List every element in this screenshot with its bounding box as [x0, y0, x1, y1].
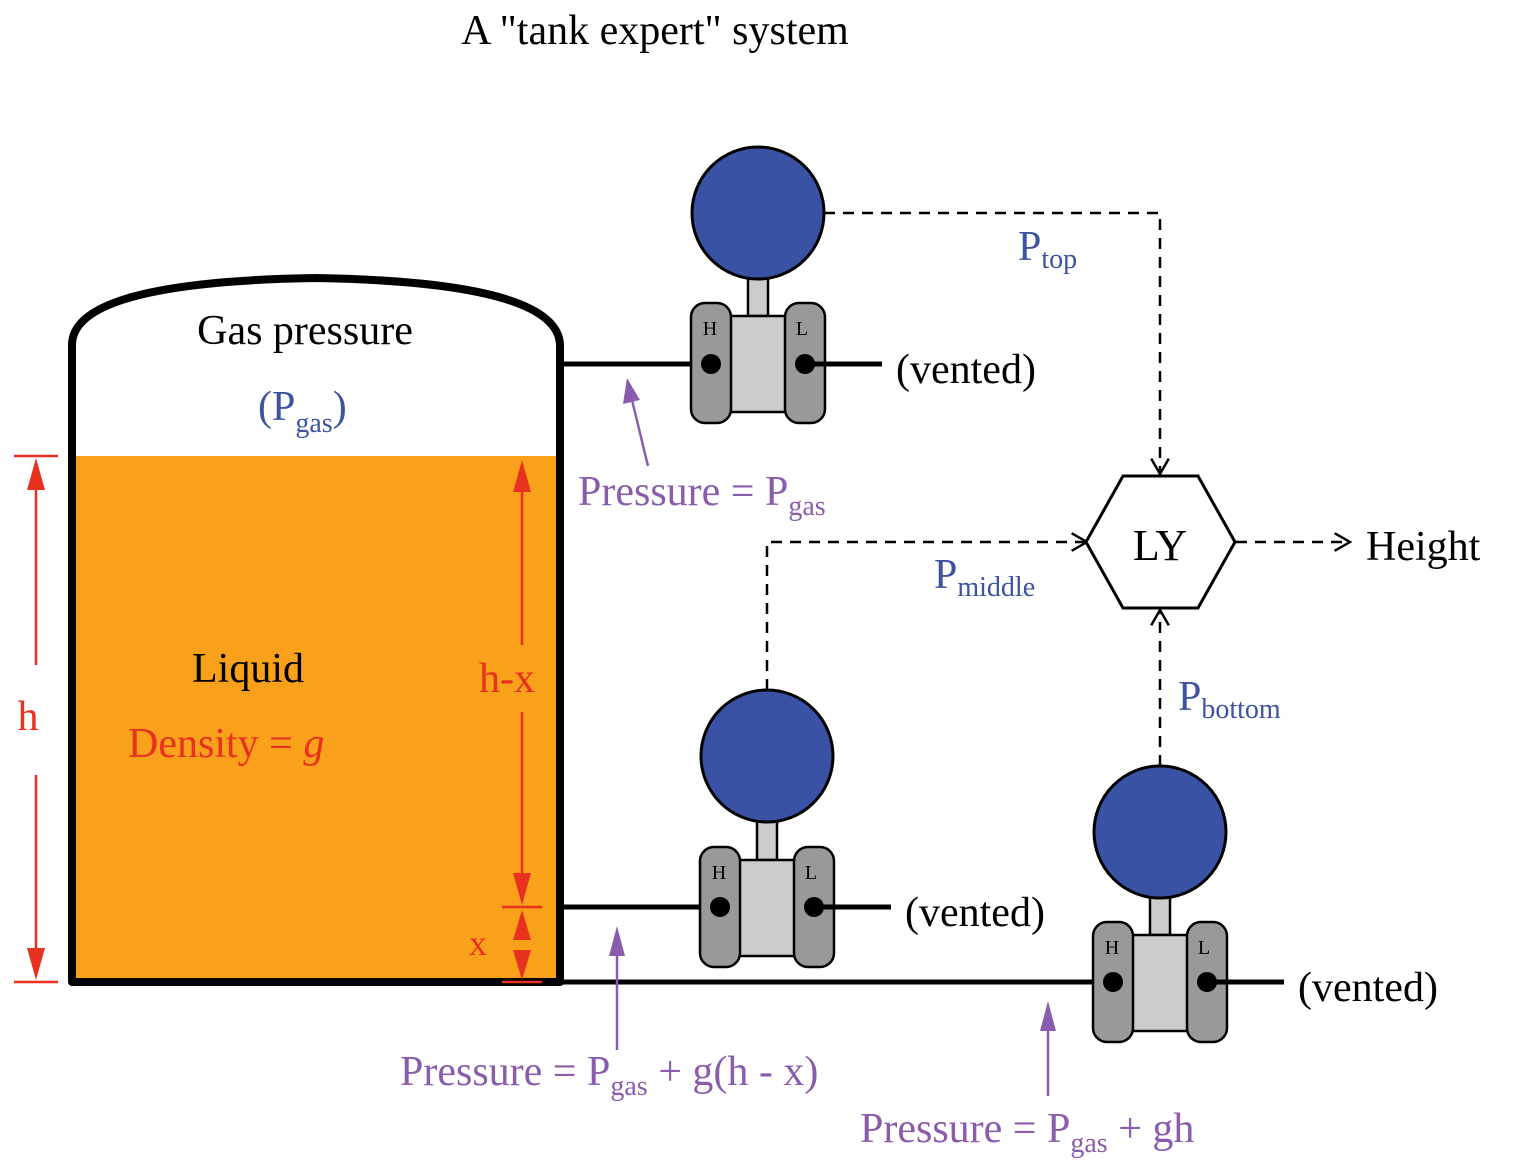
liquid-label: Liquid [192, 646, 304, 692]
svg-text:H: H [1105, 937, 1119, 959]
relay-hexagon [1084, 474, 1237, 610]
transmitter-bottom: H L [1091, 764, 1284, 1044]
process-pipes [563, 361, 1115, 985]
relay-label: LY [1133, 521, 1187, 570]
pressure-label-middle: Pressure = Pgas + g(h - x) [400, 1049, 818, 1102]
dimension-x-label: x [469, 923, 487, 963]
vented-label-top: (vented) [896, 347, 1036, 393]
svg-text:L: L [805, 862, 817, 884]
dimension-h-minus-x [502, 460, 542, 909]
pressure-label-top: Pressure = Pgas [578, 469, 826, 522]
signal-lines [765, 211, 1353, 766]
signal-line-middle [765, 532, 1090, 690]
transmitter-middle: H L [698, 688, 891, 969]
height-output-label: Height [1366, 524, 1481, 570]
vented-label-bottom: (vented) [1298, 965, 1438, 1011]
signal-label-top: Ptop [1018, 224, 1077, 275]
svg-text:H: H [703, 318, 717, 340]
gas-pressure-symbol: (Pgas) [258, 384, 347, 439]
dimension-h [14, 454, 58, 984]
density-label: Density = g [128, 721, 324, 767]
svg-text:H: H [712, 862, 726, 884]
pressure-label-bottom: Pressure = Pgas + gh [860, 1106, 1194, 1159]
dimension-h-label: h [18, 694, 39, 740]
pressure-pointers [609, 378, 1056, 1096]
dimension-h-minus-x-label: h-x [479, 656, 535, 702]
transmitter-middle-gauge [699, 688, 835, 824]
svg-text:L: L [1198, 937, 1210, 959]
tank-outline [68, 274, 564, 986]
signal-label-middle: Pmiddle [934, 552, 1035, 603]
level-relay-ly: LY [1084, 474, 1237, 610]
page-title: A "tank expert" system [461, 8, 849, 54]
signal-line-top [824, 211, 1170, 477]
svg-text:L: L [796, 318, 808, 340]
dimension-x [502, 910, 542, 984]
transmitter-top: H L [689, 145, 882, 425]
liquid-fill [74, 456, 560, 982]
tank: Gas pressure (Pgas) Liquid Density = g [68, 274, 564, 986]
transmitter-bottom-gauge [1092, 764, 1228, 900]
signal-label-bottom: Pbottom [1178, 674, 1281, 725]
gas-pressure-label: Gas pressure [197, 308, 413, 354]
vented-label-middle: (vented) [905, 890, 1045, 936]
transmitter-top-gauge [690, 145, 826, 281]
